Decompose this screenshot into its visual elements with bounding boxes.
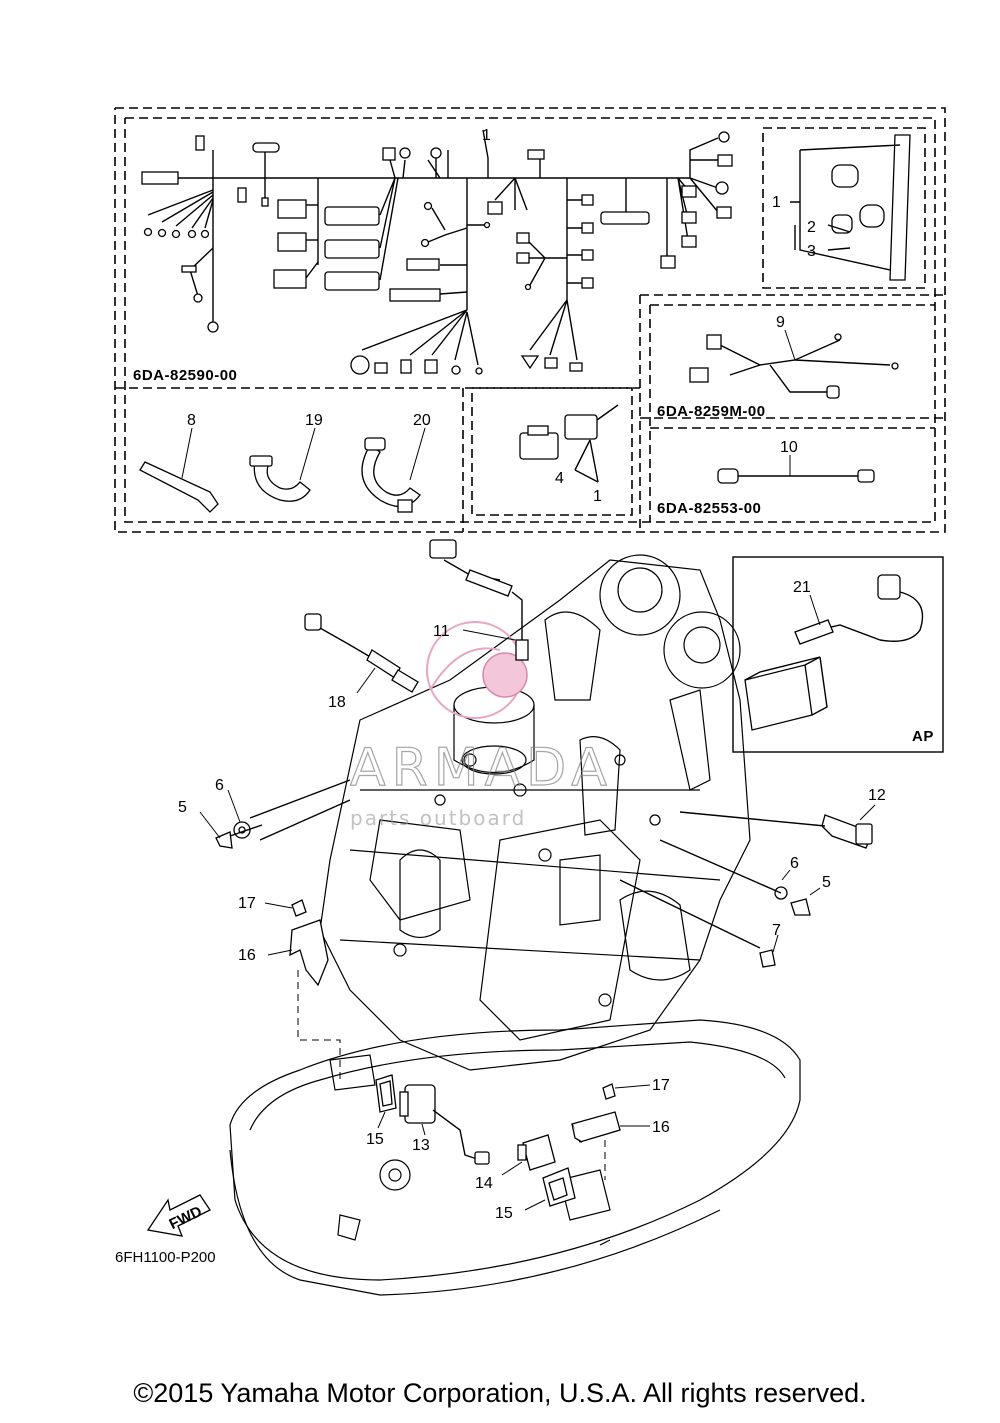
watermark-tagline: parts outboard	[350, 806, 526, 830]
callout-12: 12	[868, 787, 886, 804]
callout-7: 7	[772, 922, 781, 939]
watermark: ARMADA parts outboard	[349, 621, 613, 830]
sub-harness-code: 6DA-8259M-00	[657, 403, 766, 420]
callout-17-left: 17	[238, 895, 256, 912]
bracket-right: 17 16	[571, 1077, 670, 1180]
callout-17-right: 17	[652, 1077, 670, 1094]
callout-5-right: 5	[822, 874, 831, 891]
sensor-11: 11	[429, 539, 529, 661]
callout-6-left: 6	[215, 777, 224, 794]
callout-18: 18	[328, 694, 346, 711]
coupler-inset: 4 1	[519, 404, 619, 505]
grommets-switches: 15 13 14 15	[366, 1074, 576, 1222]
callout-1-main: 1	[482, 127, 491, 144]
callout-9: 9	[776, 314, 785, 331]
bolt-washer-left: 5 6	[178, 777, 351, 849]
callout-14: 14	[475, 1175, 493, 1192]
callout-3: 3	[807, 243, 816, 260]
sensor-12: 12	[679, 787, 886, 849]
ap-inset: 21 AP	[732, 556, 944, 753]
bolt-washer-right: 6 5 7	[619, 839, 831, 968]
lead-code: 6DA-82553-00	[657, 500, 761, 517]
lead-10: 10 6DA-82553-00	[657, 439, 875, 517]
callout-19: 19	[305, 412, 323, 429]
engine-block-drawing	[319, 554, 751, 1071]
callout-1-coupler: 1	[593, 488, 602, 505]
wiring-kit-box	[114, 107, 946, 533]
bracket-left: 17 16	[238, 895, 341, 1080]
accessories-row: 8 19 20	[139, 412, 431, 513]
callout-5-left: 5	[178, 799, 187, 816]
callout-10: 10	[780, 439, 798, 456]
harness-clip-inset: 1 2 3	[772, 134, 911, 281]
callout-21: 21	[793, 579, 811, 596]
sub-harness-9: 9 6DA-8259M-00	[657, 314, 899, 420]
callout-13: 13	[412, 1137, 430, 1154]
callout-15-left: 15	[366, 1131, 384, 1148]
figure-code: 6FH1100-P200	[115, 1249, 216, 1266]
callout-2: 2	[807, 219, 816, 236]
watermark-brand: ARMADA	[350, 738, 613, 798]
callout-20: 20	[413, 412, 431, 429]
sensor-18: 18	[304, 613, 419, 711]
callout-16-right: 16	[652, 1119, 670, 1136]
callout-1-inset: 1	[772, 194, 781, 211]
main-harness-code: 6DA-82590-00	[133, 367, 237, 384]
callout-16-left: 16	[238, 947, 256, 964]
main-wire-harness: 6DA-82590-00 1	[133, 127, 733, 384]
callout-11: 11	[433, 623, 450, 640]
bottom-cowling-drawing	[229, 1019, 801, 1296]
callout-6-right: 6	[790, 855, 799, 872]
ap-label: AP	[912, 728, 934, 745]
callout-4: 4	[555, 470, 564, 487]
copyright-notice: ©2015 Yamaha Motor Corporation, U.S.A. A…	[133, 1378, 867, 1408]
callout-15-right: 15	[495, 1205, 513, 1222]
callout-8: 8	[187, 412, 196, 429]
fwd-arrow: FWD	[146, 1194, 211, 1237]
